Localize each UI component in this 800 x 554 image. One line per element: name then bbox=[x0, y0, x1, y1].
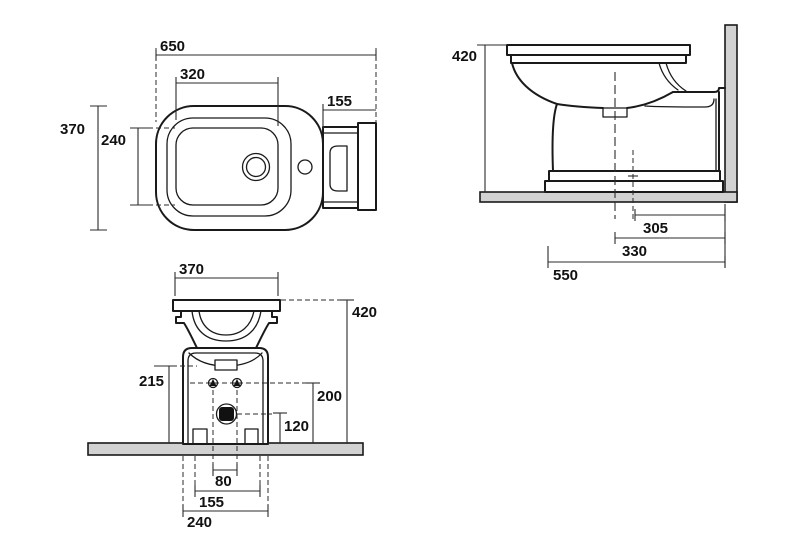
plan-wall-flange bbox=[357, 122, 377, 211]
dim-label-215: 215 bbox=[139, 373, 164, 390]
dim-label-80: 80 bbox=[215, 473, 232, 490]
dimension-side-drain-to-wall: 305 bbox=[634, 209, 726, 237]
fixing-hole-right-mark bbox=[233, 379, 241, 386]
side-deck-underside bbox=[644, 98, 715, 108]
dimension-plan-overall-length: 650 bbox=[155, 38, 377, 122]
dim-label-370-plan: 370 bbox=[60, 121, 85, 138]
plan-drain-inner bbox=[245, 156, 267, 178]
floor-slot-left bbox=[192, 428, 208, 444]
dimension-back-holes-height: 200 bbox=[306, 382, 342, 443]
dimension-back-slots-spacing: 155 bbox=[194, 485, 261, 511]
back-rim-plate bbox=[172, 299, 281, 312]
dim-label-550: 550 bbox=[553, 267, 578, 284]
dimension-side-axis-to-wall: 330 bbox=[614, 232, 726, 260]
dim-label-320: 320 bbox=[180, 66, 205, 83]
dimension-back-base-width: 240 bbox=[182, 505, 269, 531]
plan-drain-outer bbox=[241, 152, 271, 182]
dimension-side-height: 420 bbox=[452, 44, 506, 192]
back-bowl-inner-curve bbox=[198, 310, 255, 336]
plan-rear-housing bbox=[322, 126, 359, 209]
plan-view: 650 320 155 370 240 bbox=[60, 38, 377, 231]
plan-bowl-edge bbox=[175, 127, 279, 206]
side-bowl-front-curve bbox=[511, 62, 558, 105]
plan-rim-edge bbox=[166, 117, 292, 217]
drain-outlet-square bbox=[219, 407, 234, 421]
dim-label-370-back: 370 bbox=[179, 261, 204, 278]
dim-label-305: 305 bbox=[643, 220, 668, 237]
dim-label-155-back: 155 bbox=[199, 494, 224, 511]
back-pedestal-outline bbox=[182, 347, 269, 445]
dim-label-155-plan: 155 bbox=[327, 93, 352, 110]
back-bowl-outer-curve bbox=[191, 310, 262, 342]
dimension-back-rim-width: 370 bbox=[174, 261, 279, 296]
back-view: 370 420 215 200 120 bbox=[87, 261, 377, 531]
back-rim-molding-left bbox=[175, 310, 198, 349]
side-bowl-rear-wall-outer bbox=[658, 62, 679, 91]
back-pedestal-inner bbox=[187, 352, 264, 445]
back-overflow-port bbox=[214, 359, 238, 371]
side-rim-top-plate bbox=[506, 44, 691, 56]
dim-label-420-back: 420 bbox=[352, 304, 377, 321]
side-rear-deck bbox=[672, 87, 726, 93]
dimension-side-front-to-wall: 550 bbox=[547, 246, 726, 284]
fixing-hole-left-mark bbox=[209, 379, 217, 386]
dim-label-240-back: 240 bbox=[187, 514, 212, 531]
back-rim-molding-right bbox=[255, 310, 278, 349]
dimension-plan-rear-section: 155 bbox=[322, 93, 376, 129]
dimension-plan-overall-width: 370 bbox=[60, 105, 107, 231]
dim-label-120: 120 bbox=[284, 418, 309, 435]
side-bowl-rear-curve bbox=[626, 91, 674, 109]
dimension-back-holes-spacing: 80 bbox=[212, 464, 238, 490]
dimension-back-panel-height: 215 bbox=[139, 365, 172, 443]
side-view: 420 305 330 550 bbox=[452, 24, 738, 284]
dimension-back-height: 420 bbox=[340, 299, 377, 443]
dim-label-240: 240 bbox=[101, 132, 126, 149]
side-bowl-bottom bbox=[556, 103, 604, 109]
dimension-back-drain-height: 120 bbox=[273, 412, 309, 443]
side-plinth-lower bbox=[544, 180, 724, 193]
dimension-plan-bowl-length: 320 bbox=[175, 66, 279, 126]
dimension-plan-bowl-width: 240 bbox=[101, 127, 175, 206]
dim-label-200: 200 bbox=[317, 388, 342, 405]
floor-section-side bbox=[479, 191, 738, 203]
dim-label-330: 330 bbox=[622, 243, 647, 260]
side-rim-lower-plate bbox=[510, 54, 687, 64]
plan-rear-recess bbox=[329, 145, 348, 192]
plan-body-outline bbox=[155, 105, 324, 231]
dim-label-650: 650 bbox=[160, 38, 185, 55]
dim-label-420-side: 420 bbox=[452, 48, 477, 65]
side-bowl-rear-wall-inner bbox=[665, 62, 687, 92]
floor-slot-right bbox=[244, 428, 259, 444]
plan-faucet-hole bbox=[297, 159, 313, 175]
side-body-front-face bbox=[551, 103, 558, 172]
wall-section bbox=[724, 24, 738, 203]
